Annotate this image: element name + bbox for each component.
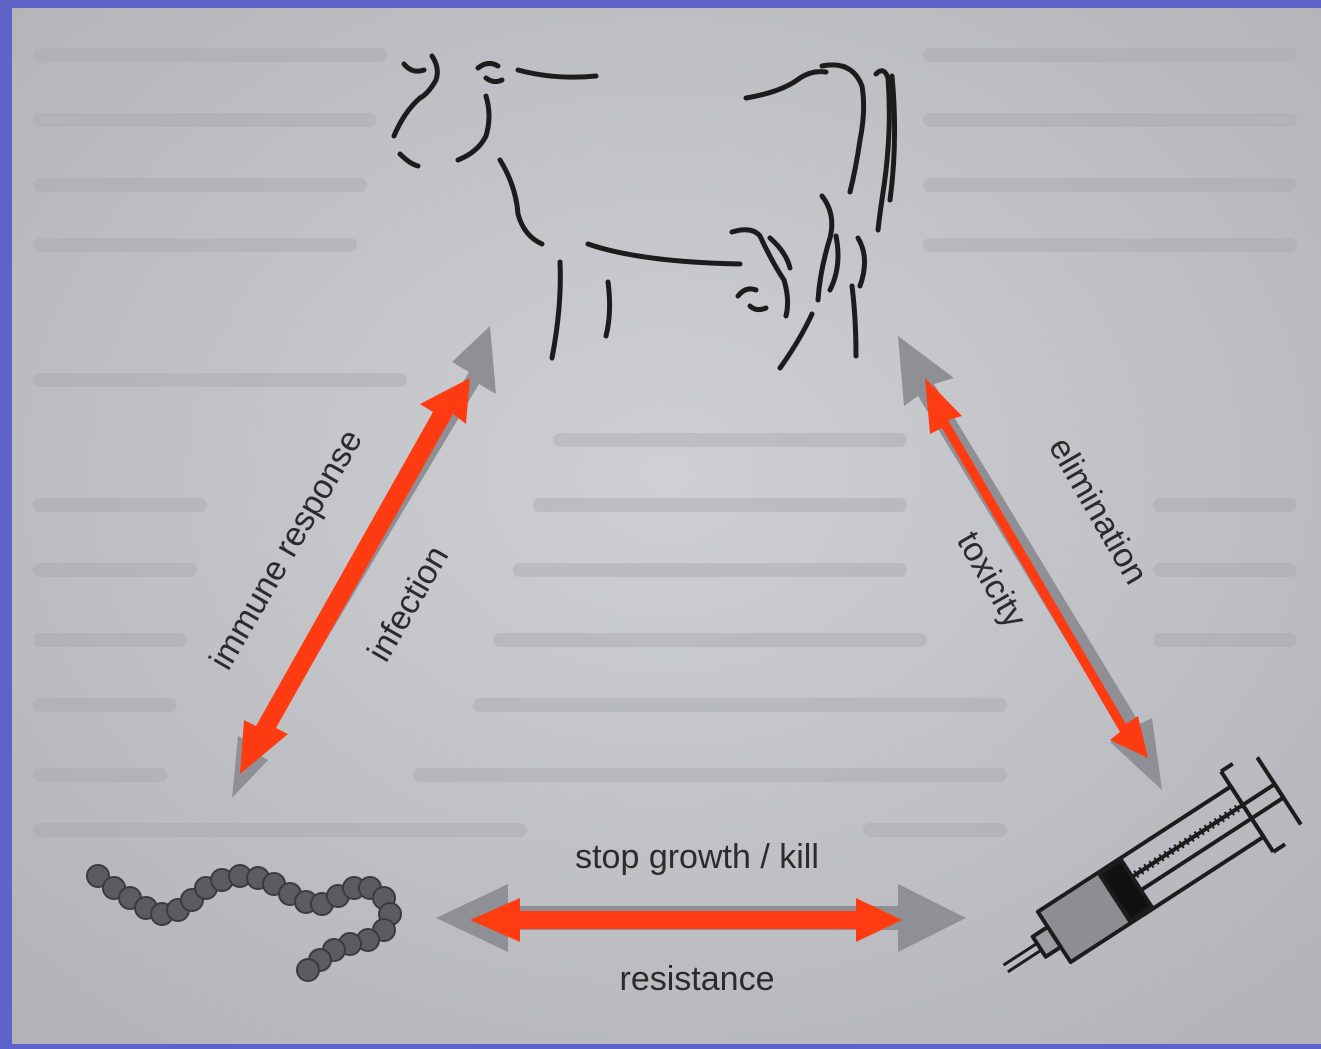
label-resistance: resistance [620,960,775,998]
label-stop-growth: stop growth / kill [575,838,819,876]
